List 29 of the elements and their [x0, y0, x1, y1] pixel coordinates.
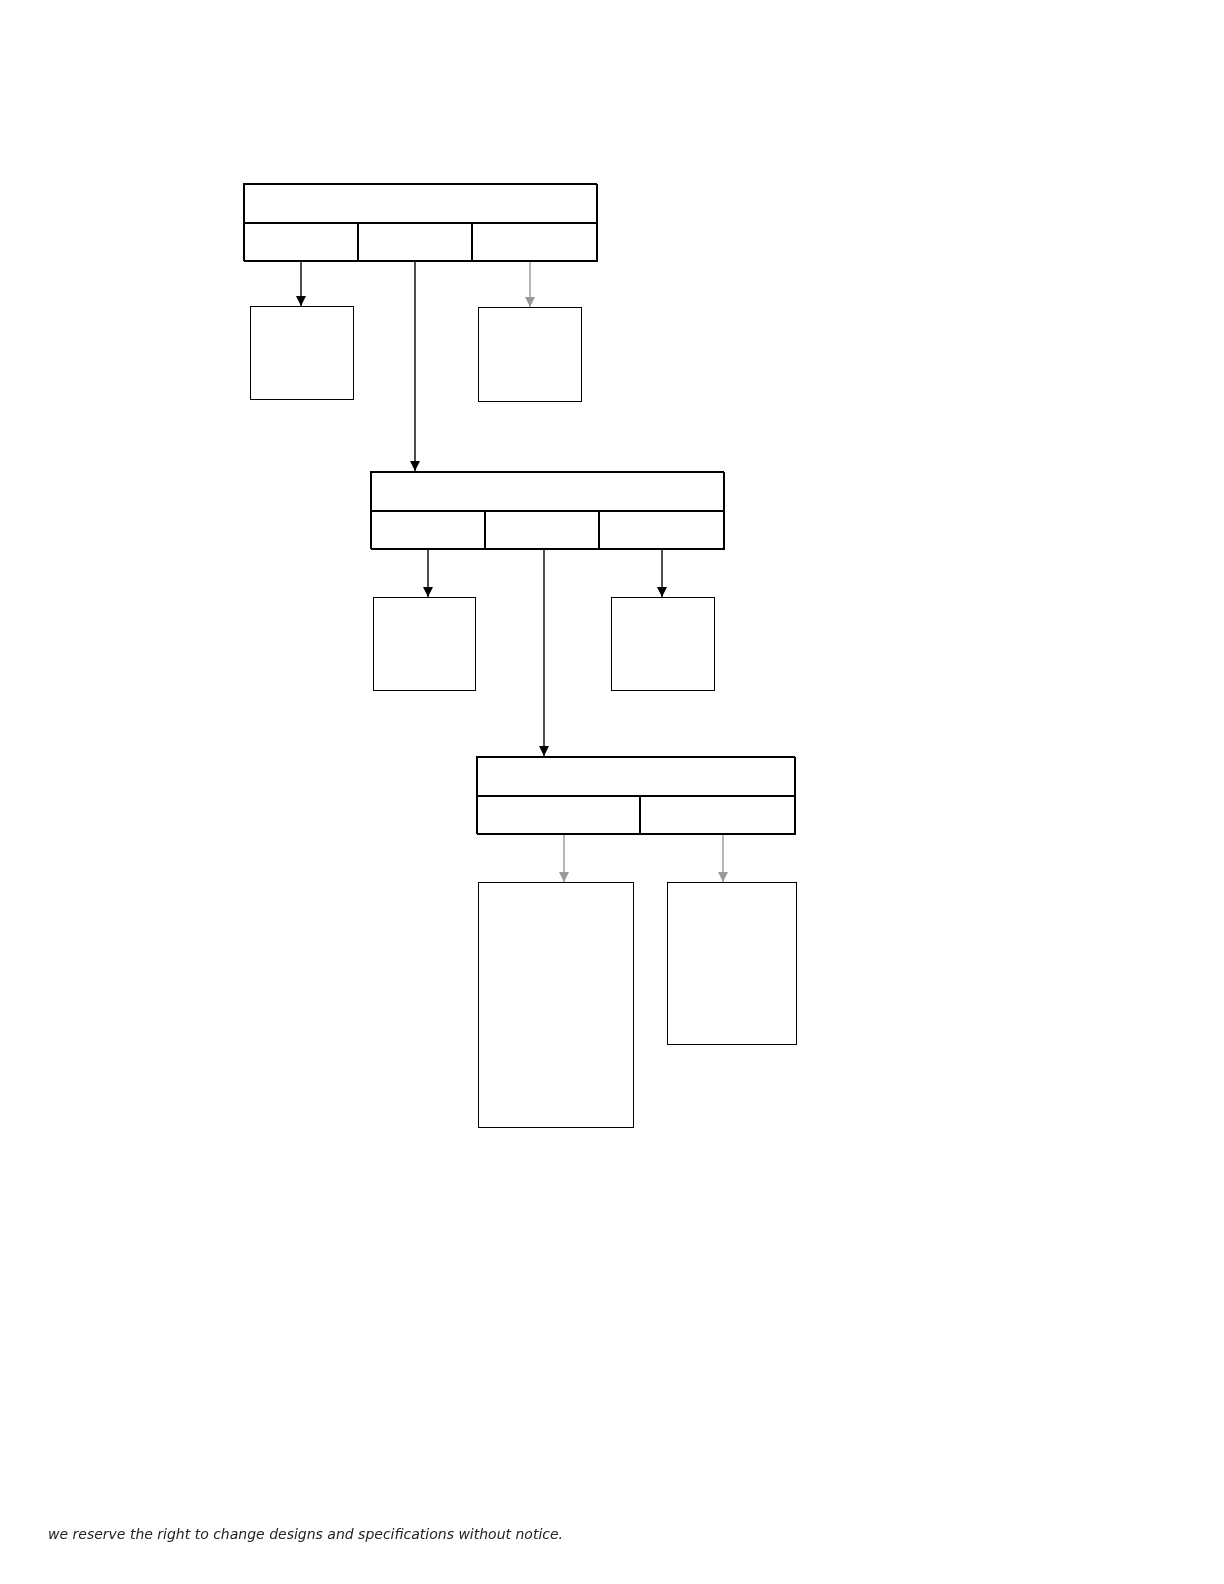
empty-box — [476, 756, 795, 834]
empty-box — [244, 184, 598, 223]
arrow — [409, 260, 421, 472]
footnote: we reserve the right to change designs and specifications without notice. — [48, 1526, 564, 1542]
arrow — [538, 548, 550, 757]
empty-box — [472, 223, 598, 262]
empty-box — [244, 223, 358, 262]
arrow — [656, 548, 668, 598]
empty-box — [243, 183, 597, 261]
empty-box — [477, 757, 796, 796]
arrow — [558, 833, 570, 883]
empty-box — [250, 306, 354, 400]
empty-box — [373, 597, 476, 691]
arrow — [524, 260, 536, 308]
empty-box — [611, 597, 715, 691]
arrow — [295, 260, 307, 307]
empty-box — [478, 882, 634, 1128]
empty-box — [485, 511, 599, 550]
arrow — [422, 548, 434, 598]
empty-box — [370, 471, 724, 549]
empty-box — [640, 796, 796, 835]
empty-box — [358, 223, 472, 262]
arrow — [717, 833, 729, 883]
empty-box — [667, 882, 797, 1045]
empty-box — [478, 307, 582, 402]
empty-box — [371, 511, 485, 550]
empty-box — [599, 511, 725, 550]
empty-box — [371, 472, 725, 511]
empty-box — [477, 796, 640, 835]
